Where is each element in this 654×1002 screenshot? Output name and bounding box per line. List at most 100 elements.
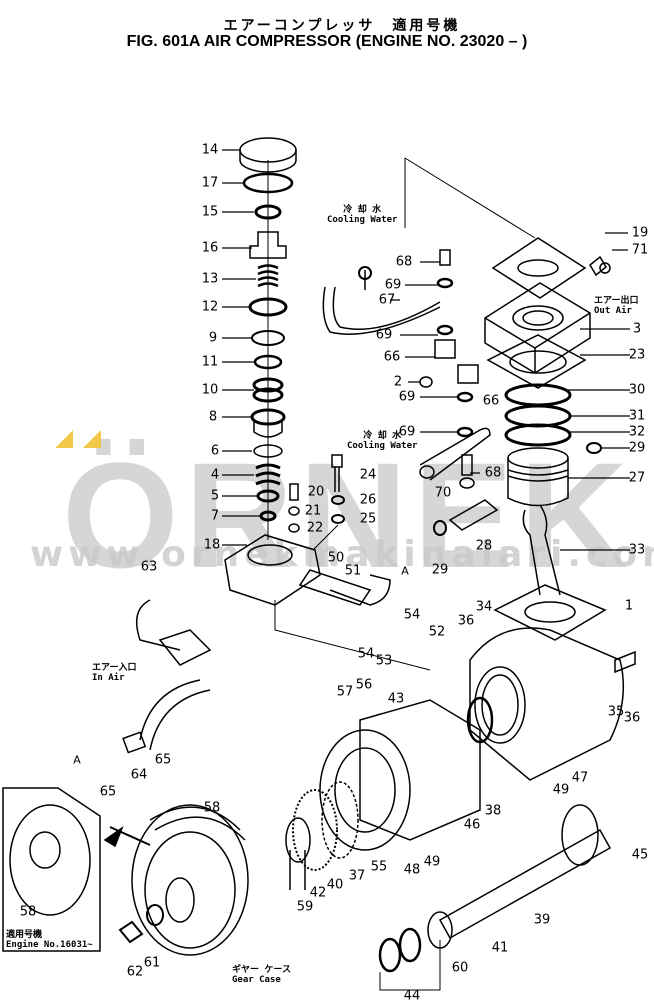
part-callout: 48 — [403, 862, 421, 878]
part-callout: 38 — [484, 803, 502, 819]
out-air-note: エアー出口 Out Air — [594, 296, 638, 316]
part-callout: 63 — [140, 559, 158, 575]
part-callout: 17 — [201, 175, 219, 191]
part-callout: 7 — [210, 508, 220, 524]
part-callout: 10 — [201, 382, 219, 398]
watermark-logo: ÖRNEK — [62, 431, 634, 599]
part-callout: 67 — [378, 292, 396, 308]
part-callout: 66 — [383, 349, 401, 365]
part-callout: 68 — [484, 465, 502, 481]
cooling-water-note-1: 冷 却 水 Cooling Water — [327, 205, 397, 225]
part-callout: 33 — [628, 542, 646, 558]
cooling-water-en: Cooling Water — [327, 215, 398, 225]
part-callout: 16 — [201, 240, 219, 256]
part-callout: 28 — [475, 538, 493, 554]
part-callout: 40 — [326, 877, 344, 893]
gear-case-en: Gear Case — [232, 975, 281, 985]
out-air-en: Out Air — [594, 306, 632, 316]
part-callout: 26 — [359, 492, 377, 508]
part-callout: 68 — [395, 254, 413, 270]
part-callout: 35 — [607, 704, 625, 720]
part-callout: 65 — [99, 784, 117, 800]
part-callout: 69 — [398, 424, 416, 440]
in-air-note: エアー入口 In Air — [92, 663, 136, 683]
part-callout: 53 — [375, 653, 393, 669]
part-callout: 47 — [571, 770, 589, 786]
part-callout: 31 — [628, 408, 646, 424]
part-callout: 5 — [210, 488, 220, 504]
engine-no-jp: 適用号機 — [6, 930, 43, 940]
cooling-water-note-2: 冷 却 水 Cooling Water — [347, 431, 417, 451]
part-callout: 55 — [370, 859, 388, 875]
part-callout: 61 — [143, 955, 161, 971]
part-callout: 9 — [208, 330, 218, 346]
part-callout: 41 — [491, 940, 509, 956]
part-callout: 21 — [304, 503, 322, 519]
part-callout: 58 — [19, 904, 37, 920]
part-callout: 34 — [475, 599, 493, 615]
part-callout: 58 — [203, 800, 221, 816]
part-callout: 20 — [307, 484, 325, 500]
cooling-water-en: Cooling Water — [347, 441, 418, 451]
part-callout: 65 — [154, 752, 172, 768]
part-callout: 22 — [306, 520, 324, 536]
part-callout: 54 — [357, 646, 375, 662]
title-japanese: エアーコンプレッサ 適用号機 — [223, 17, 461, 33]
part-callout: 50 — [327, 550, 345, 566]
part-callout: 30 — [628, 382, 646, 398]
cooling-water-jp: 冷 却 水 — [343, 205, 382, 215]
part-callout: 27 — [628, 470, 646, 486]
part-callout: 1 — [624, 598, 634, 614]
part-callout: 62 — [126, 964, 144, 980]
part-callout: 37 — [348, 868, 366, 884]
gear-case-note: ギヤー ケース Gear Case — [232, 965, 291, 985]
part-callout: 25 — [359, 511, 377, 527]
part-callout: 59 — [296, 899, 314, 915]
out-air-jp: エアー出口 — [594, 296, 639, 306]
part-callout: 29 — [431, 562, 449, 578]
part-callout: 42 — [309, 885, 327, 901]
figure-title: FIG. 601A AIR COMPRESSOR (ENGINE NO. 230… — [126, 33, 528, 50]
part-callout: 2 — [393, 374, 403, 390]
part-callout: 60 — [451, 960, 469, 976]
part-callout: 36 — [457, 613, 475, 629]
part-callout: 3 — [632, 321, 642, 337]
part-callout: 57 — [336, 684, 354, 700]
part-callout: 43 — [387, 691, 405, 707]
part-callout: 6 — [210, 443, 220, 459]
part-callout: 54 — [403, 607, 421, 623]
part-callout: 24 — [359, 467, 377, 483]
part-callout: 18 — [203, 537, 221, 553]
part-callout: 45 — [631, 847, 649, 863]
part-callout: 23 — [628, 347, 646, 363]
watermark-umlaut-icon — [55, 430, 101, 448]
engine-no-note: 適用号機 Engine No.16031~ — [6, 930, 93, 950]
engine-no-en: Engine No.16031~ — [6, 940, 93, 950]
arrow-a-label: A — [401, 564, 409, 578]
gear-case-jp: ギヤー ケース — [232, 965, 291, 975]
part-callout: 69 — [375, 327, 393, 343]
part-callout: 11 — [201, 354, 219, 370]
arrow-a-label: A — [73, 753, 81, 767]
part-callout: 39 — [533, 912, 551, 928]
part-callout: 69 — [384, 277, 402, 293]
part-callout: 12 — [201, 299, 219, 315]
part-callout: 66 — [482, 393, 500, 409]
part-callout: 64 — [130, 767, 148, 783]
part-callout: 49 — [552, 782, 570, 798]
in-air-jp: エアー入口 — [92, 663, 137, 673]
part-callout: 4 — [210, 467, 220, 483]
part-callout: 14 — [201, 142, 219, 158]
part-callout: 69 — [398, 389, 416, 405]
part-callout: 8 — [208, 409, 218, 425]
part-callout: 51 — [344, 563, 362, 579]
part-callout: 52 — [428, 624, 446, 640]
part-callout: 49 — [423, 854, 441, 870]
part-callout: 71 — [631, 242, 649, 258]
valve-stack — [239, 137, 297, 540]
part-callout: 19 — [631, 225, 649, 241]
part-callout: 36 — [623, 710, 641, 726]
cooling-water-jp: 冷 却 水 — [363, 431, 402, 441]
in-air-en: In Air — [92, 673, 125, 683]
